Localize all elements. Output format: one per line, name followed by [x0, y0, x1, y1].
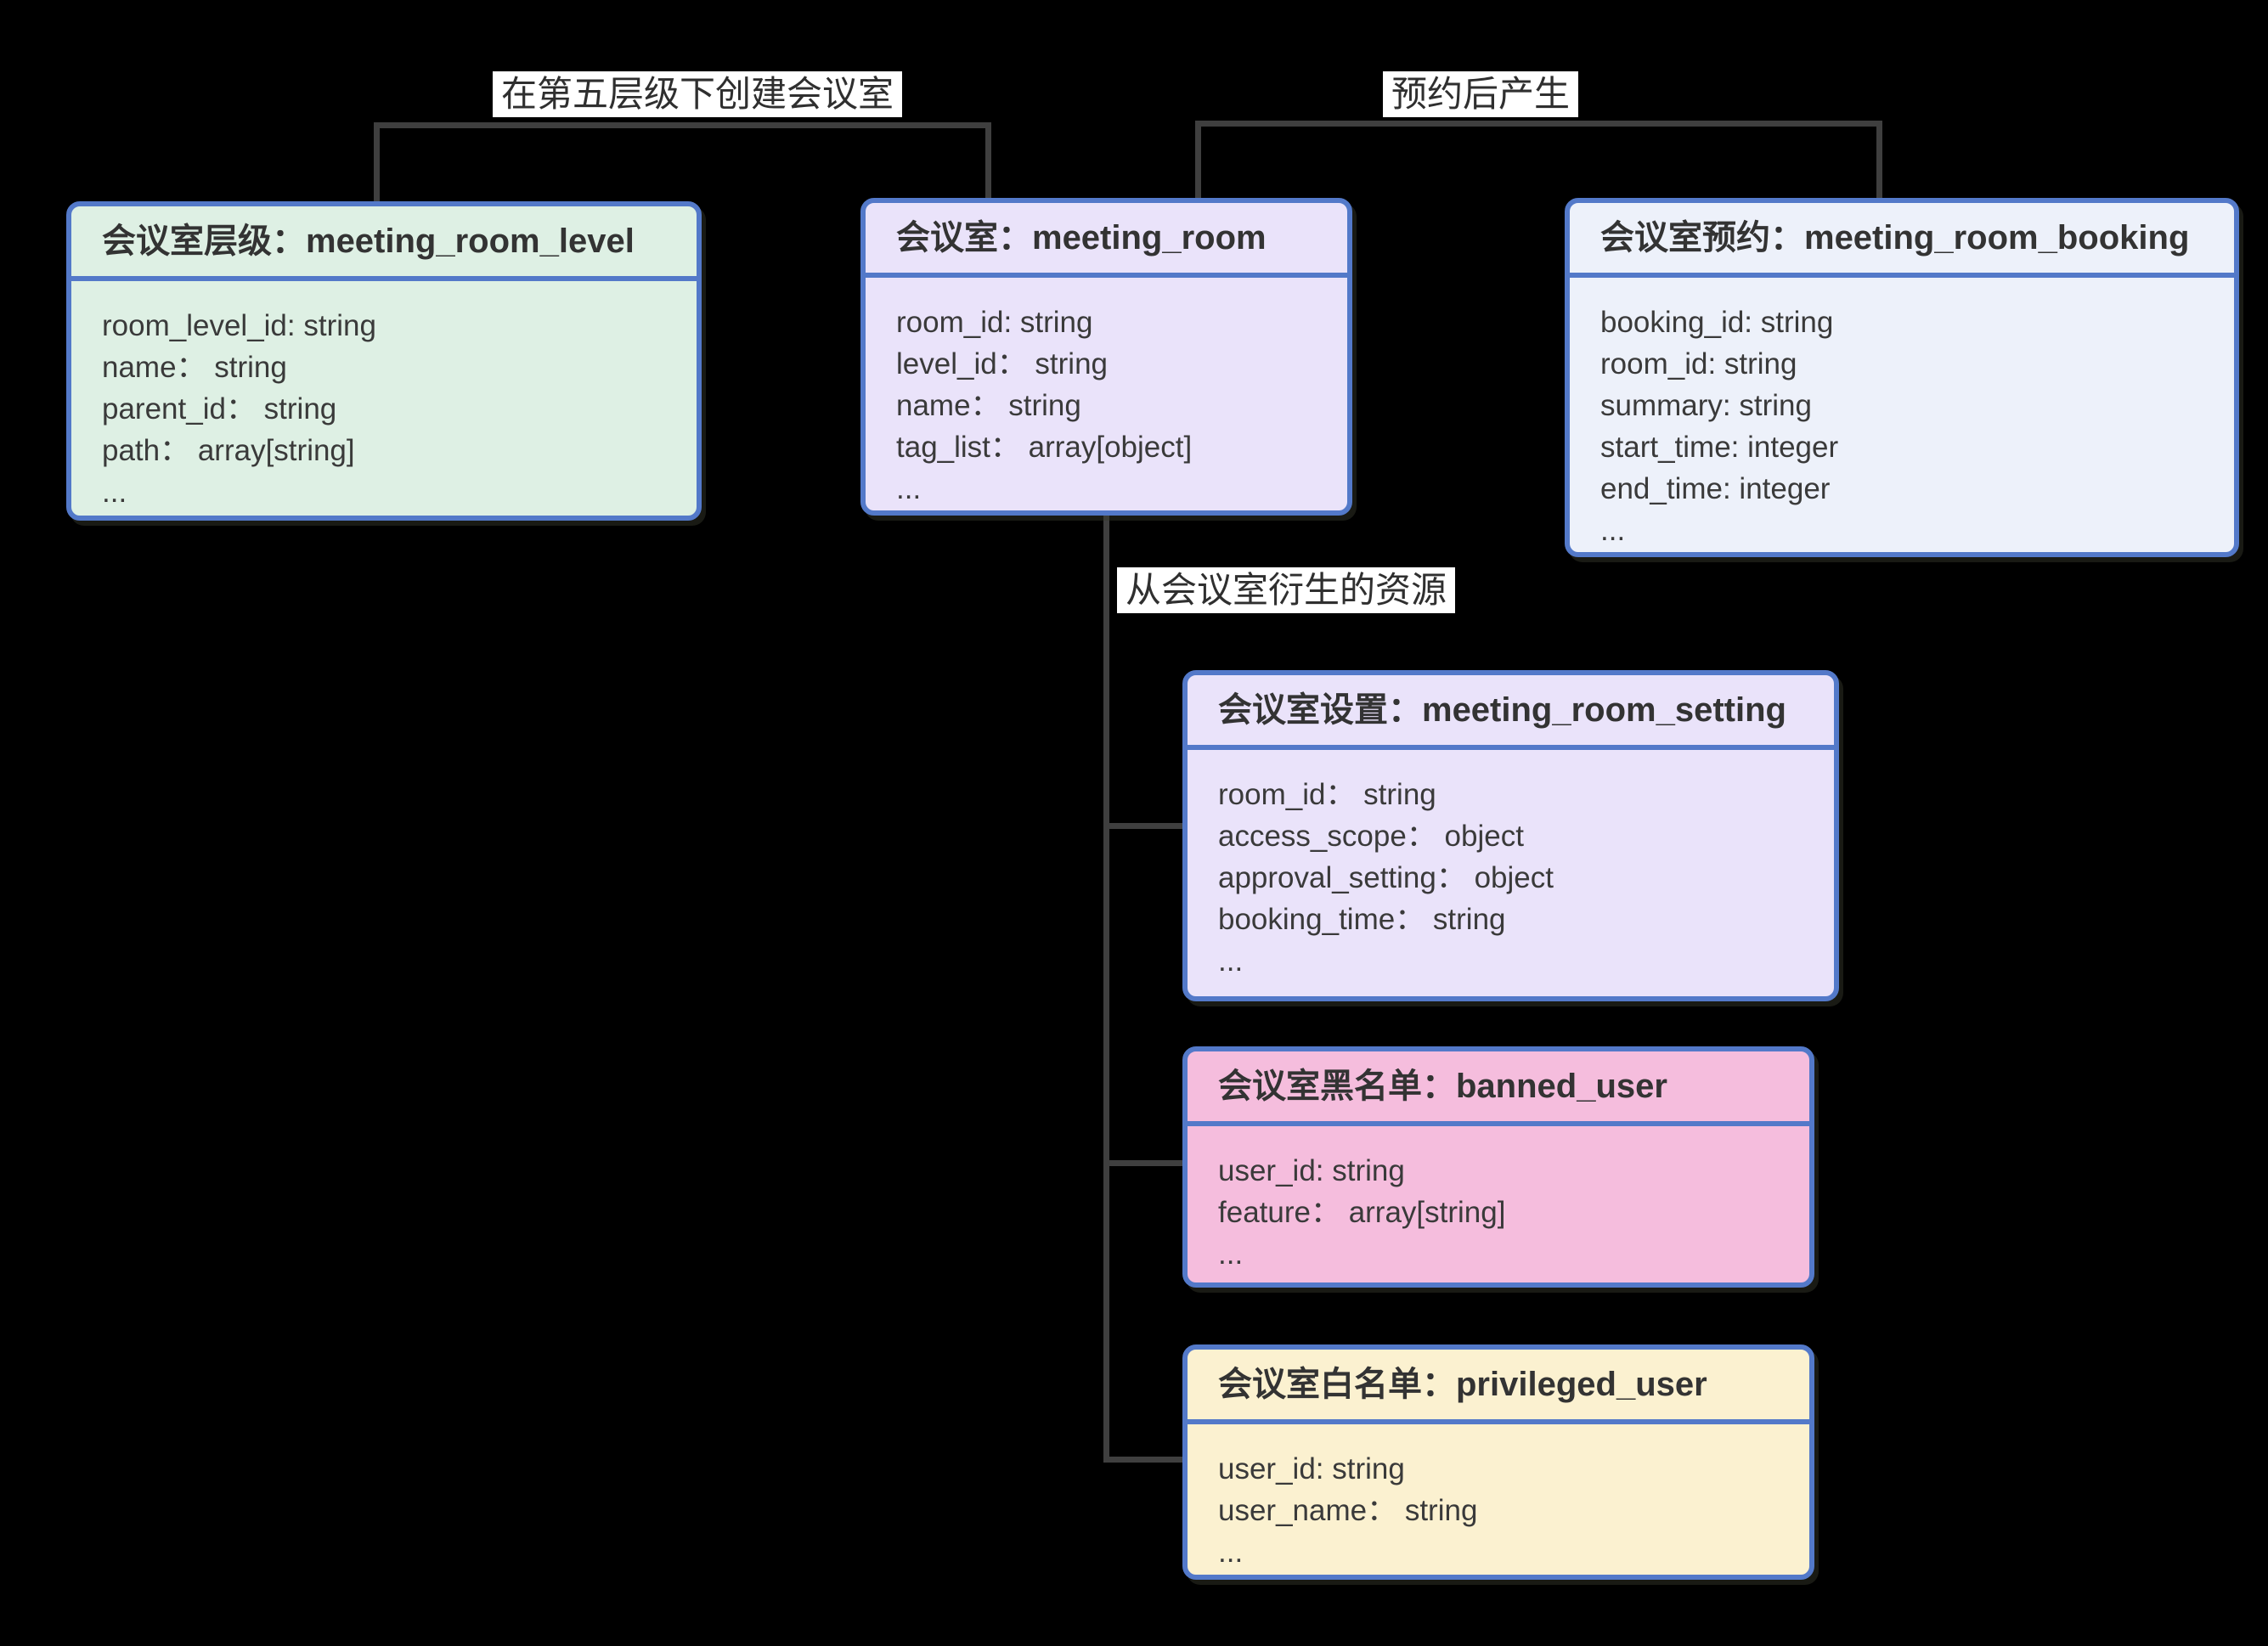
field-row: end_time: integer: [1600, 472, 1831, 505]
field-row: ...: [1218, 944, 1244, 978]
field-row: booking_id: string: [1600, 306, 1834, 339]
entity-title: 会议室预约：meeting_room_booking: [1570, 203, 2234, 278]
connector-create-right-vertical: [985, 122, 991, 200]
connector-derived-trunk: [1103, 516, 1109, 1463]
entity-body: room_id： string access_scope： object app…: [1188, 750, 1834, 982]
field-row: access_scope： object: [1218, 820, 1524, 853]
entity-meeting-room[interactable]: 会议室：meeting_room room_id: string level_i…: [860, 198, 1352, 516]
field-row: booking_time： string: [1218, 903, 1506, 936]
field-row: name： string: [102, 351, 287, 384]
field-row: tag_list： array[object]: [896, 431, 1193, 464]
field-row: name： string: [896, 389, 1081, 422]
edge-label-derived-resources[interactable]: 从会议室衍生的资源: [1117, 567, 1456, 613]
field-row: room_id: string: [896, 306, 1093, 339]
entity-body: room_level_id: string name： string paren…: [71, 281, 697, 513]
field-row: summary: string: [1600, 389, 1812, 422]
entity-title: 会议室：meeting_room: [866, 203, 1347, 278]
entity-banned-user[interactable]: 会议室黑名单：banned_user user_id: string featu…: [1182, 1046, 1814, 1288]
edge-label-after-booking[interactable]: 预约后产生: [1383, 71, 1579, 117]
field-row: ...: [896, 472, 922, 505]
field-row: start_time: integer: [1600, 431, 1839, 464]
entity-meeting-room-setting[interactable]: 会议室设置：meeting_room_setting room_id： stri…: [1182, 670, 1839, 1001]
entity-body: booking_id: string room_id: string summa…: [1570, 278, 2234, 551]
connector-create-left-vertical: [374, 122, 380, 204]
field-row: room_level_id: string: [102, 309, 376, 342]
connector-branch-banned-user: [1103, 1160, 1185, 1166]
field-row: ...: [102, 476, 127, 509]
entity-body: room_id: string level_id： string name： s…: [866, 278, 1347, 510]
field-row: room_id： string: [1218, 778, 1436, 811]
connector-booking-right-vertical: [1876, 121, 1882, 200]
connector-create-horizontal: [374, 122, 991, 128]
field-row: user_id: string: [1218, 1452, 1405, 1485]
connector-booking-left-vertical: [1195, 121, 1201, 200]
connector-booking-horizontal: [1195, 121, 1882, 127]
field-row: level_id： string: [896, 347, 1108, 380]
entity-privileged-user[interactable]: 会议室白名单：privileged_user user_id: string u…: [1182, 1344, 1814, 1580]
field-row: user_name： string: [1218, 1494, 1478, 1527]
field-row: ...: [1218, 1536, 1244, 1569]
connector-branch-privileged-user: [1103, 1457, 1185, 1463]
entity-title: 会议室黑名单：banned_user: [1188, 1051, 1809, 1126]
field-row: room_id: string: [1600, 347, 1797, 380]
entity-body: user_id: string user_name： string ...: [1188, 1424, 1809, 1573]
field-row: parent_id： string: [102, 392, 337, 426]
field-row: feature： array[string]: [1218, 1196, 1506, 1229]
field-row: approval_setting： object: [1218, 861, 1554, 894]
field-row: ...: [1218, 1237, 1244, 1271]
field-row: ...: [1600, 514, 1626, 547]
entity-title: 会议室设置：meeting_room_setting: [1188, 675, 1834, 750]
entity-title: 会议室白名单：privileged_user: [1188, 1350, 1809, 1424]
connector-branch-setting: [1103, 823, 1185, 829]
entity-meeting-room-level[interactable]: 会议室层级：meeting_room_level room_level_id: …: [66, 201, 702, 521]
entity-meeting-room-booking[interactable]: 会议室预约：meeting_room_booking booking_id: s…: [1565, 198, 2239, 557]
field-row: user_id: string: [1218, 1154, 1405, 1187]
field-row: path： array[string]: [102, 434, 355, 467]
edge-label-create-under-level[interactable]: 在第五层级下创建会议室: [493, 71, 903, 117]
entity-body: user_id: string feature： array[string] .…: [1188, 1126, 1809, 1275]
entity-title: 会议室层级：meeting_room_level: [71, 206, 697, 281]
